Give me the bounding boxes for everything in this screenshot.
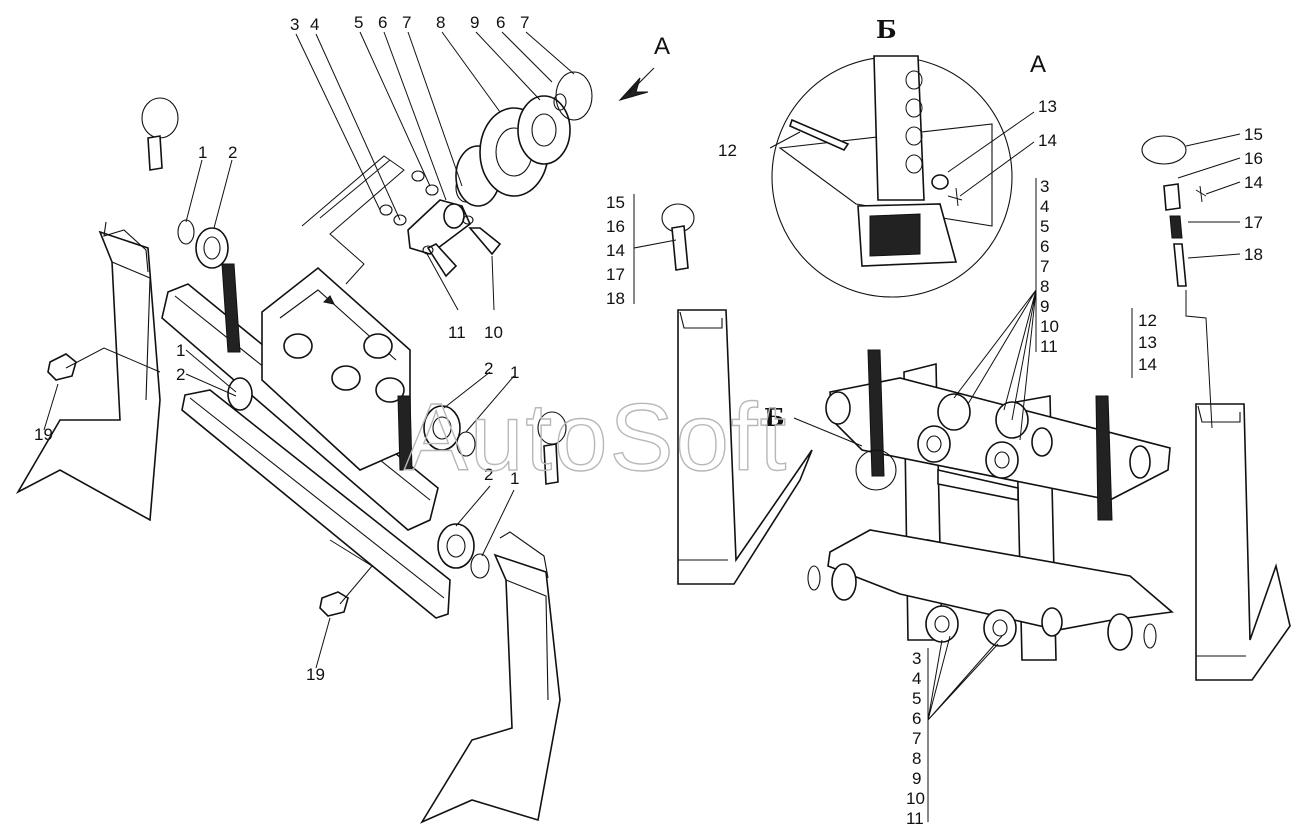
view-a-arrow-label: А bbox=[654, 33, 670, 60]
left-fork bbox=[15, 221, 161, 522]
callout-9: 9 bbox=[470, 13, 479, 32]
callout-18: 18 bbox=[606, 289, 625, 308]
callout-6b: 6 bbox=[496, 13, 505, 32]
callout-14: 14 bbox=[606, 241, 625, 260]
callout-1-right-lower: 1 bbox=[510, 469, 519, 488]
pin-stack: 15 16 14 17 18 bbox=[606, 193, 695, 308]
callout-10: 10 bbox=[484, 323, 503, 342]
callout-number: 11 bbox=[1040, 337, 1058, 356]
callout-number: 6 bbox=[912, 709, 921, 728]
callout-7: 7 bbox=[402, 13, 411, 32]
right-stack-lower: 3 4 5 6 7 8 9 10 11 bbox=[906, 649, 925, 828]
callout-6: 6 bbox=[378, 13, 387, 32]
view-a-arrow bbox=[618, 67, 655, 101]
callout-number: 17 bbox=[1244, 213, 1263, 232]
callout-number: 5 bbox=[912, 689, 921, 708]
view-a-title: А bbox=[1030, 51, 1046, 78]
detail-b-callouts: 12 13 14 bbox=[718, 97, 1057, 160]
callout-15: 15 bbox=[606, 193, 625, 212]
callout-11: 11 bbox=[448, 323, 466, 342]
detail-b-circle bbox=[769, 55, 1035, 298]
callout-19: 19 bbox=[34, 425, 53, 444]
callout-number: 14 bbox=[1138, 355, 1157, 374]
view-b-pointer: Б bbox=[764, 403, 785, 432]
callout-number: 3 bbox=[912, 649, 921, 668]
chain-stack: 12 13 14 bbox=[1138, 311, 1157, 374]
callout-number: 7 bbox=[1040, 257, 1049, 276]
callout-2-right-lower: 2 bbox=[484, 465, 493, 484]
callout-number: 18 bbox=[1244, 245, 1263, 264]
callout-5: 5 bbox=[354, 13, 363, 32]
bolt-lower bbox=[319, 539, 373, 617]
callout-number: 4 bbox=[912, 669, 921, 688]
watermark: AutoSoft bbox=[404, 384, 788, 491]
callout-7b: 7 bbox=[520, 13, 529, 32]
right-chain-right bbox=[1095, 395, 1113, 521]
right-rollers bbox=[807, 391, 1157, 651]
callout-8: 8 bbox=[436, 13, 445, 32]
callout-4: 4 bbox=[310, 15, 319, 34]
callout-number: 5 bbox=[1040, 217, 1049, 236]
callout-number: 8 bbox=[912, 749, 921, 768]
callout-number: 14 bbox=[1244, 173, 1263, 192]
bolt-upper bbox=[47, 347, 161, 381]
callout-13: 13 bbox=[1038, 97, 1057, 116]
callout-number: 9 bbox=[912, 769, 921, 788]
callout-19-lower: 19 bbox=[306, 665, 325, 684]
hitch-pin-lower bbox=[537, 411, 567, 485]
roller-top-callouts: 3 4 5 6 7 8 9 6 7 11 10 bbox=[290, 13, 529, 342]
callout-number: 12 bbox=[1138, 311, 1157, 330]
callout-16: 16 bbox=[606, 217, 625, 236]
callout-number: 11 bbox=[906, 809, 924, 828]
lower-fork bbox=[419, 531, 561, 824]
right-assembled-view bbox=[677, 135, 1291, 681]
right-leaders bbox=[793, 133, 1241, 822]
callout-1-right: 1 bbox=[510, 363, 519, 382]
left-callouts: 1 2 1 2 19 19 2 1 2 1 bbox=[34, 143, 519, 684]
callout-number: 10 bbox=[906, 789, 925, 808]
hitch-pin-upper bbox=[141, 97, 179, 171]
callout-12: 12 bbox=[718, 141, 737, 160]
roller-leaders bbox=[43, 31, 575, 669]
callout-number: 6 bbox=[1040, 237, 1049, 256]
middle-chain bbox=[397, 395, 413, 471]
callout-number: 10 bbox=[1040, 317, 1059, 336]
callout-17: 17 bbox=[606, 265, 625, 284]
callout-2: 2 bbox=[228, 143, 237, 162]
roller-assembly bbox=[301, 71, 593, 305]
callout-3: 3 bbox=[290, 15, 299, 34]
callout-number: 8 bbox=[1040, 277, 1049, 296]
view-b-title: Б bbox=[876, 15, 897, 44]
callout-number: 3 bbox=[1040, 177, 1049, 196]
far-right-callouts: 15 16 14 17 18 bbox=[1244, 125, 1263, 264]
callout-14-detail: 14 bbox=[1038, 131, 1057, 150]
callout-number: 4 bbox=[1040, 197, 1049, 216]
right-rings bbox=[423, 405, 490, 579]
callout-2-lower: 2 bbox=[176, 365, 185, 384]
callout-number: 9 bbox=[1040, 297, 1049, 316]
callout-number: 15 bbox=[1244, 125, 1263, 144]
left-chain bbox=[221, 263, 241, 353]
frame-rollers bbox=[283, 333, 405, 403]
callout-number: 13 bbox=[1138, 333, 1157, 352]
callout-2-right: 2 bbox=[484, 359, 493, 378]
left-exploded-view bbox=[15, 31, 655, 824]
callout-1-lower: 1 bbox=[176, 341, 185, 360]
right-stack-upper: 3 4 5 6 7 8 9 10 11 bbox=[1040, 177, 1059, 356]
callout-number: 7 bbox=[912, 729, 921, 748]
right-chain-left bbox=[867, 349, 885, 477]
callout-1: 1 bbox=[198, 143, 207, 162]
callout-number: 16 bbox=[1244, 149, 1263, 168]
